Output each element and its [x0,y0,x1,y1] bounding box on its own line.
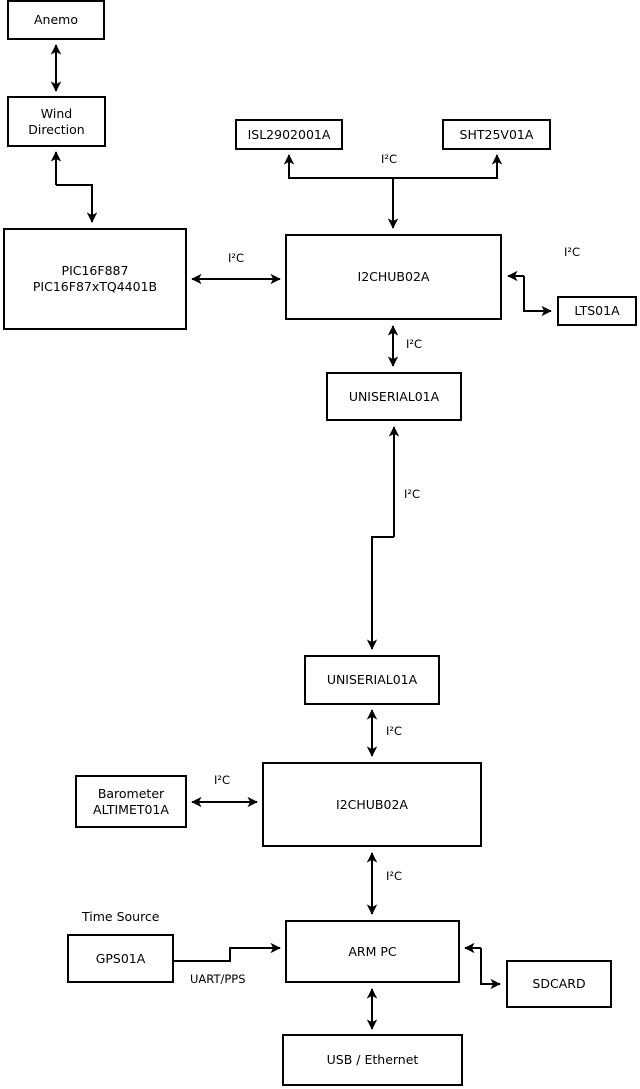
node-uniserial01a-top-label: UNISERIAL01A [348,388,440,404]
node-usb-ethernet-label: USB / Ethernet [326,1052,419,1067]
edge-armpc-to-sdcard [480,948,501,990]
node-lts01a-label: LTS01A [574,303,620,318]
node-anemo[interactable]: Anemo [7,0,105,40]
edge-label-i2c-hub-uniserial: I²C [406,337,423,351]
edge-hub-to-isl [283,154,393,179]
node-uniserial01a-bottom-label: UNISERIAL01A [326,672,418,687]
edge-label-i2c-pic-hub: I²C [228,251,245,265]
node-pic-mcu-label: PIC16F887 PIC16F87xTQ4401B [32,263,158,294]
node-sht25v01a-label: SHT25V01A [459,126,534,142]
edge-label-i2c-sensors: I²C [381,152,398,166]
node-sdcard-label: SDCARD [532,976,586,991]
edge-hub-to-sht [393,154,503,179]
edge-label-i2c-long-link: I²C [404,487,421,501]
edge-label-i2c-lts: I²C [564,245,581,259]
edge-label-i2c-uniserial-hub2: I²C [386,724,403,738]
edge-wind-jog [56,184,98,223]
edge-hub-to-lts [523,276,552,317]
node-gps01a[interactable]: GPS01A [67,934,174,983]
node-wind-direction[interactable]: Wind Direction [7,96,106,147]
node-sdcard[interactable]: SDCARD [506,960,612,1008]
edge-gps-armpc [174,942,281,962]
node-i2chub02a-bottom-label: I2CHUB02A [336,796,408,812]
node-wind-direction-label: Wind Direction [28,105,85,137]
node-barometer-altimet01a[interactable]: Barometer ALTIMET01A [75,775,187,828]
node-i2chub02a-top-label: I2CHUB02A [357,269,430,284]
edge-label-i2c-hub2-armpc: I²C [386,869,403,883]
node-lts01a[interactable]: LTS01A [557,296,637,326]
node-barometer-altimet01a-label: Barometer ALTIMET01A [93,785,169,817]
node-usb-ethernet[interactable]: USB / Ethernet [282,1034,463,1086]
node-pic-mcu[interactable]: PIC16F887 PIC16F87xTQ4401B [3,228,187,330]
node-anemo-label: Anemo [34,12,78,27]
node-i2chub02a-bottom[interactable]: I2CHUB02A [262,762,482,847]
node-gps01a-label: GPS01A [95,950,146,966]
node-sht25v01a[interactable]: SHT25V01A [442,119,551,150]
edge-label-i2c-barometer: I²C [214,773,231,787]
node-uniserial01a-top[interactable]: UNISERIAL01A [326,372,462,421]
node-arm-pc-label: ARM PC [348,943,397,959]
node-i2chub02a-top[interactable]: I2CHUB02A [285,234,502,320]
edge-long-jog [366,536,394,650]
edge-label-uart-pps: UART/PPS [190,972,246,986]
node-isl2902001a-label: ISL2902001A [247,126,331,142]
node-isl2902001a[interactable]: ISL2902001A [235,119,343,150]
node-arm-pc[interactable]: ARM PC [285,920,460,983]
label-time-source: Time Source [82,909,160,924]
node-uniserial01a-bottom[interactable]: UNISERIAL01A [304,655,440,705]
